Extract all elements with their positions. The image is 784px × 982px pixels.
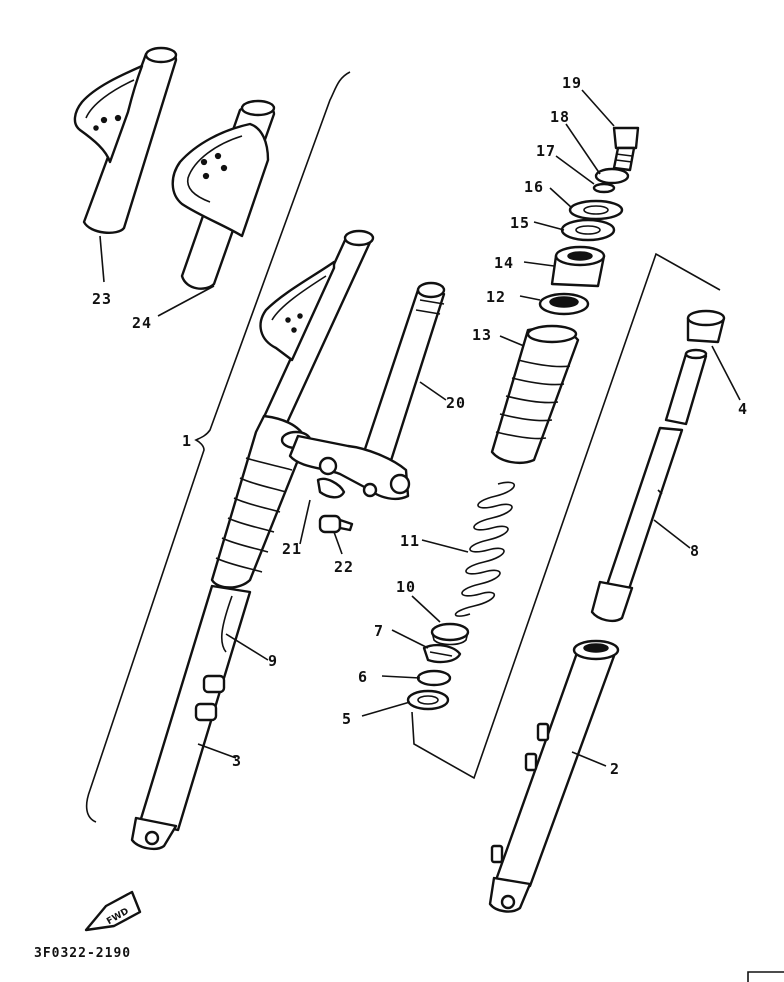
part-8-damper-rod [590, 348, 708, 623]
part-16-spacer [568, 199, 624, 221]
group-bracket-1 [85, 71, 351, 823]
leader-lines [99, 89, 741, 767]
callout-9: 9 [268, 652, 278, 670]
part-7-clip [422, 643, 462, 664]
part-2-outer-tube [488, 639, 620, 913]
callout-11: 11 [400, 532, 420, 550]
part-21-lower-bracket [288, 434, 411, 501]
callout-15: 15 [510, 214, 530, 232]
part-14-bushing [550, 245, 606, 288]
part-10-seat [430, 622, 470, 646]
callout-21: 21 [282, 540, 302, 558]
group-bracket-right [411, 252, 721, 780]
callout-3: 3 [232, 752, 242, 770]
callout-22: 22 [334, 558, 354, 576]
part-5-oil-seal [406, 689, 450, 711]
part-20-inner-tube [358, 281, 446, 472]
callout-12: 12 [486, 288, 506, 306]
callout-24: 24 [132, 314, 152, 332]
callout-23: 23 [92, 290, 112, 308]
part-15-seal [560, 218, 616, 242]
part-24-fork-cover [171, 99, 276, 290]
callout-7: 7 [374, 622, 384, 640]
callout-16: 16 [524, 178, 544, 196]
callout-4: 4 [738, 400, 748, 418]
callout-17: 17 [536, 142, 556, 160]
part-17-o-ring [592, 182, 616, 194]
callout-13: 13 [472, 326, 492, 344]
callout-18: 18 [550, 108, 570, 126]
callout-labels: 1 2 3 4 5 6 7 8 9 10 11 12 13 14 15 16 1… [92, 74, 748, 778]
callout-1: 1 [182, 432, 192, 450]
callout-10: 10 [396, 578, 416, 596]
callout-20: 20 [446, 394, 466, 412]
part-19-cap-bolt [612, 126, 640, 172]
callout-19: 19 [562, 74, 582, 92]
part-4-bushing [686, 309, 726, 344]
part-12-ring [538, 292, 590, 316]
diagram-code: 3F0322-2190 [34, 946, 132, 961]
part-22-bolt [318, 514, 354, 534]
part-23-fork-cover [73, 46, 178, 234]
callout-5: 5 [342, 710, 352, 728]
part-13-dust-boot [490, 324, 580, 464]
part-18-washer [594, 167, 630, 185]
corner-mark [747, 971, 784, 982]
part-11-spring [454, 481, 516, 617]
fwd-direction-badge: FWD [84, 890, 142, 932]
callout-14: 14 [494, 254, 514, 272]
callout-8: 8 [690, 542, 700, 560]
callout-2: 2 [610, 760, 620, 778]
part-1-fork-assembly [130, 229, 375, 851]
callout-6: 6 [358, 668, 368, 686]
part-6-washer [416, 669, 452, 687]
